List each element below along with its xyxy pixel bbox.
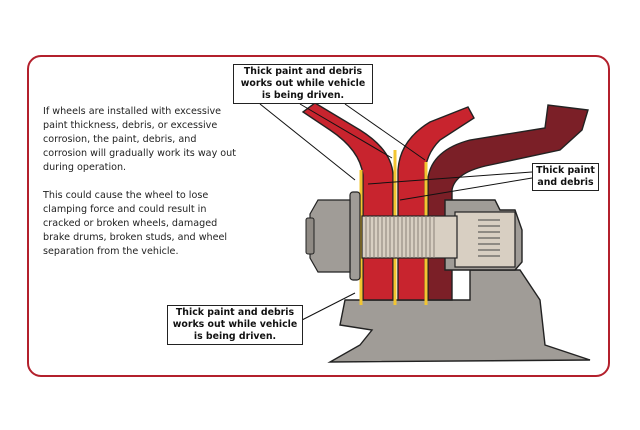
brake-drum bbox=[427, 104, 589, 301]
description-paragraph-1: If wheels are installed with excessive p… bbox=[43, 106, 237, 173]
lug-nut bbox=[309, 199, 351, 273]
stud-head bbox=[454, 211, 516, 268]
lug-nut-flange bbox=[349, 191, 361, 281]
callout-right-line-1: Thick paint bbox=[536, 165, 595, 176]
stud-threads bbox=[365, 216, 435, 258]
callout-bottom: Thick paint and debris works out while v… bbox=[167, 305, 303, 345]
callout-leaders bbox=[259, 103, 533, 321]
callout-bottom-line-1: Thick paint and debris bbox=[175, 307, 295, 318]
description-paragraph-2: This could cause the wheel to lose clamp… bbox=[43, 190, 228, 257]
callout-right: Thick paint and debris bbox=[532, 163, 599, 191]
callout-top-line-2: works out while vehicle bbox=[240, 78, 366, 89]
callout-top: Thick paint and debris works out while v… bbox=[233, 64, 373, 104]
callout-bottom-line-3: is being driven. bbox=[193, 331, 277, 342]
callout-bottom-line-2: works out while vehicle bbox=[172, 319, 298, 330]
callout-top-line-3: is being driven. bbox=[261, 90, 345, 101]
callout-right-line-2: and debris bbox=[537, 177, 594, 188]
callout-top-line-1: Thick paint and debris bbox=[243, 66, 363, 77]
hub-base bbox=[327, 269, 591, 363]
